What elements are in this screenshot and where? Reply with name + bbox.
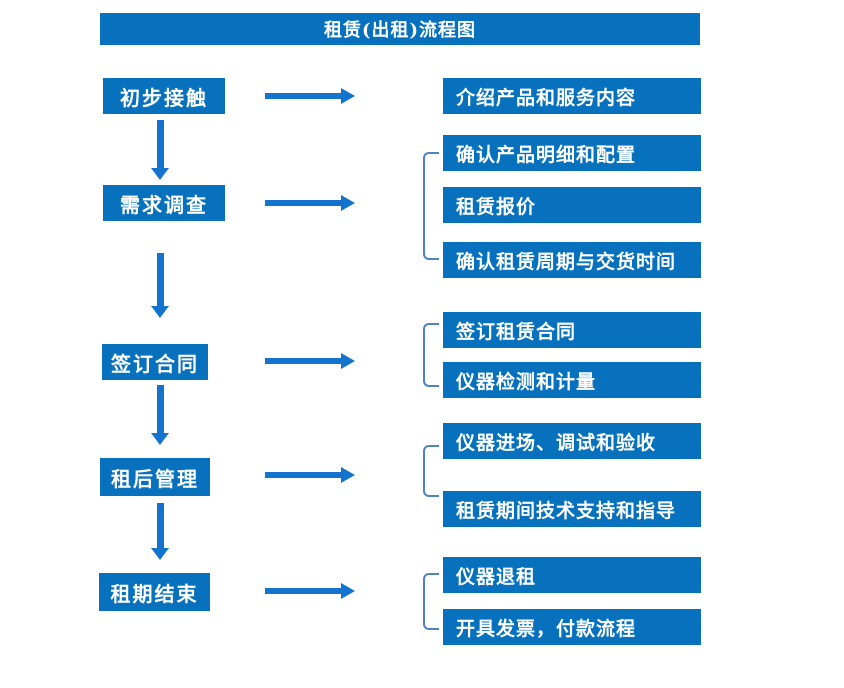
output-box-instrument-entry: 仪器进场、调试和验收 [443, 423, 701, 459]
down-arrow-1 [151, 120, 169, 180]
down-arrow-head-icon [151, 168, 169, 180]
right-arrow-shaft [265, 93, 341, 99]
right-arrow-shaft [265, 358, 341, 364]
down-arrow-3 [151, 385, 169, 445]
right-arrow-head-icon [341, 353, 355, 369]
down-arrow-2 [151, 253, 169, 318]
group-bracket-demand-survey [423, 152, 439, 260]
right-arrow-3 [265, 353, 355, 369]
right-arrow-5 [265, 583, 355, 599]
down-arrow-shaft [156, 120, 164, 168]
down-arrow-head-icon [151, 306, 169, 318]
stage-box-post-rental-management: 租后管理 [100, 458, 210, 496]
down-arrow-4 [151, 503, 169, 560]
right-arrow-head-icon [341, 88, 355, 104]
group-bracket-rental-end [423, 573, 439, 630]
stage-box-rental-end: 租期结束 [99, 573, 210, 611]
down-arrow-shaft [156, 385, 164, 433]
down-arrow-shaft [156, 503, 164, 548]
output-box-sign-rental-contract: 签订租赁合同 [443, 312, 701, 348]
right-arrow-shaft [265, 588, 341, 594]
stage-box-initial-contact: 初步接触 [103, 78, 225, 114]
output-box-invoice-payment: 开具发票，付款流程 [443, 609, 701, 645]
right-arrow-head-icon [341, 583, 355, 599]
right-arrow-2 [265, 195, 355, 211]
stage-box-sign-contract: 签订合同 [102, 344, 208, 380]
output-box-introduce-products: 介绍产品和服务内容 [443, 78, 701, 114]
right-arrow-head-icon [341, 467, 355, 483]
down-arrow-head-icon [151, 433, 169, 445]
output-box-confirm-period: 确认租赁周期与交货时间 [443, 242, 701, 278]
group-bracket-sign-contract [423, 323, 439, 387]
output-box-instrument-testing: 仪器检测和计量 [443, 362, 701, 398]
down-arrow-shaft [156, 253, 164, 306]
output-box-confirm-details: 确认产品明细和配置 [443, 135, 701, 171]
output-box-tech-support: 租赁期间技术支持和指导 [443, 491, 701, 527]
output-box-instrument-return: 仪器退租 [443, 557, 701, 593]
flowchart-title: 租赁(出租)流程图 [100, 13, 700, 45]
right-arrow-shaft [265, 472, 341, 478]
stage-box-demand-survey: 需求调查 [103, 185, 225, 221]
group-bracket-post-rental [423, 445, 439, 497]
down-arrow-head-icon [151, 548, 169, 560]
right-arrow-shaft [265, 200, 341, 206]
right-arrow-4 [265, 467, 355, 483]
right-arrow-1 [265, 88, 355, 104]
output-box-rental-quote: 租赁报价 [443, 187, 701, 223]
right-arrow-head-icon [341, 195, 355, 211]
